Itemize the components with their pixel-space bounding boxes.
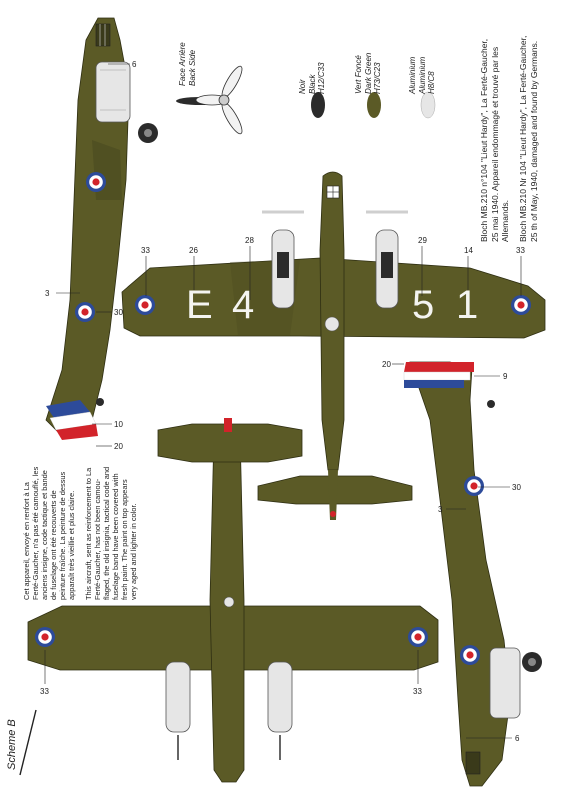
swatch-label-aluminium: Aluminium Aluminium H8/C8 (408, 56, 436, 94)
caption-fr-title: Bloch MB.210 n°104 "Lieut Hardy", La Fer… (479, 38, 489, 242)
ref-29: 29 (418, 236, 427, 245)
reference-numbers: 6 3 30 10 20 33 26 28 29 14 33 20 9 30 3… (40, 60, 525, 743)
ref-14: 14 (464, 246, 473, 255)
code-number-left: 4 (232, 283, 254, 327)
propeller-back-side (176, 65, 243, 135)
ref-10: 10 (114, 420, 123, 429)
ref-20-left: 20 (114, 442, 123, 451)
note-fr: Cet appareil, envoyé en renfort à La Fer… (22, 466, 76, 600)
ref-26: 26 (189, 246, 198, 255)
ref-33-wing-right: 33 (516, 246, 525, 255)
ref-6-top: 6 (132, 60, 137, 69)
swatch-label-dark-green: Vert Foncé Dark Green H73/C23 (354, 52, 382, 94)
ref-3-right: 3 (438, 505, 443, 514)
ref-30-left: 30 (114, 308, 123, 317)
swatch-dark-green (367, 92, 381, 118)
ref-9: 9 (503, 372, 508, 381)
code-number-right-2: 1 (456, 283, 478, 327)
swatch-black (311, 92, 325, 118)
note-en: This aircraft, sent as reinforcement to … (84, 466, 138, 600)
color-swatches (311, 91, 436, 119)
code-number-right: 5 (412, 283, 434, 327)
side-view-right (403, 361, 542, 787)
caption-fr: Bloch MB.210 n°104 "Lieut Hardy", La Fer… (479, 39, 511, 242)
ref-33-bottom-right: 33 (413, 687, 422, 696)
code-letter-left: E (186, 283, 213, 327)
callouts (44, 63, 522, 739)
caption-fr-line2: Allemands. (500, 199, 510, 242)
caption-fr-line1: 25 mai 1940. Appareil endommagé et trouv… (489, 46, 500, 242)
caption-en-title: Bloch MB.210 Nr 104 "Lieut Hardy", La Fe… (518, 35, 528, 242)
ref-28: 28 (245, 236, 254, 245)
ref-33-wing-left: 33 (141, 246, 150, 255)
ref-33-bottom-left: 33 (40, 687, 49, 696)
swatch-label-black: Noir Black H12/C33 (298, 62, 326, 94)
ref-20-right: 20 (382, 360, 391, 369)
ref-3-left: 3 (45, 289, 50, 298)
side-view-left (45, 17, 158, 440)
ref-6-bottom: 6 (515, 734, 520, 743)
top-view: E 4 5 1 (121, 171, 546, 520)
bottom-view (27, 418, 439, 783)
propeller-label: Face Arrière Back Side (178, 42, 197, 86)
scheme-underline (19, 709, 37, 776)
ref-30-right: 30 (512, 483, 521, 492)
swatch-aluminium (420, 91, 436, 119)
caption-en: Bloch MB.210 Nr 104 "Lieut Hardy", La Fe… (518, 36, 539, 242)
scheme-label: Scheme B (6, 719, 18, 770)
caption-en-line1: 25 th of May, 1940, damaged and found by… (528, 40, 539, 242)
